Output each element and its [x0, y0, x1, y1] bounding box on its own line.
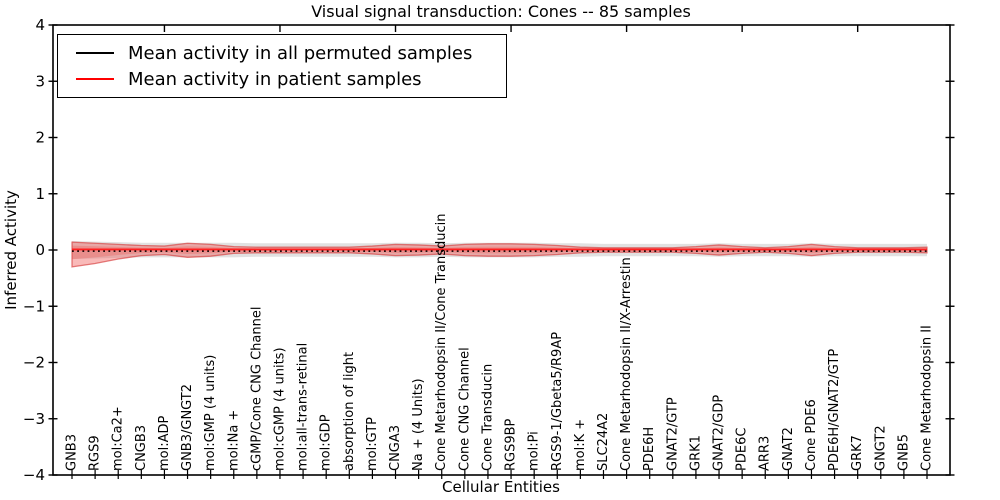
- y-axis-tick-label: −4: [23, 466, 45, 484]
- x-axis-tick-label: mol:cGMP (4 units): [272, 347, 287, 471]
- x-axis-tick-label: RGS9BP: [504, 418, 519, 471]
- x-axis-tick-label: CNGB3: [134, 425, 149, 471]
- x-axis-tick-label: Na + (4 Units): [411, 378, 426, 471]
- permuted-line-swatch: [76, 52, 114, 54]
- x-axis-tick-label: mol:Na +: [226, 410, 241, 471]
- x-axis-tick-label: mol:GTP: [365, 417, 380, 471]
- y-axis-tick-label: 1: [35, 185, 45, 203]
- x-axis-tick-label: mol:GDP: [319, 414, 334, 471]
- x-axis-tick-label: Cone Metarhodopsin II: [920, 325, 935, 471]
- x-axis-tick-label: Cone CNG Channel: [457, 347, 472, 471]
- x-axis-tick-label: GNB3: [65, 434, 80, 471]
- x-axis-tick-label: GRK1: [688, 435, 703, 471]
- y-axis-tick-label: 4: [35, 16, 45, 34]
- y-axis-tick-label: 0: [35, 241, 45, 259]
- x-axis-tick-label: ARR3: [758, 436, 773, 471]
- x-axis-tick-label: Cone Metarhodopsin II/X-Arrestin: [619, 257, 634, 471]
- patient-line-swatch: [76, 78, 114, 80]
- x-axis-tick-label: PDE6C: [735, 428, 750, 471]
- y-axis-label: Inferred Activity: [2, 190, 20, 310]
- x-axis-tick-label: GRK7: [850, 435, 865, 471]
- x-axis-tick-label: SLC24A2: [596, 413, 611, 471]
- x-axis-tick-label: Cone Transducin: [480, 364, 495, 471]
- x-axis-tick-label: RGS9: [88, 435, 103, 471]
- x-axis-tick-label: mol:all-trans-retinal: [296, 343, 311, 471]
- x-axis-tick-label: PDE6H: [642, 427, 657, 471]
- legend: Mean activity in all permuted samples Me…: [57, 34, 507, 98]
- x-axis-tick-label: Cone PDE6: [804, 399, 819, 471]
- y-axis-tick-label: −1: [23, 297, 45, 315]
- legend-item-permuted: Mean activity in all permuted samples: [58, 40, 506, 66]
- x-axis-tick-label: GNB5: [896, 434, 911, 471]
- x-axis-tick-label: GNB3/GNGT2: [180, 384, 195, 471]
- x-axis-tick-label: GNAT2/GDP: [712, 395, 727, 471]
- y-axis-tick-label: 2: [35, 129, 45, 147]
- x-axis-tick-label: mol:Pi: [527, 431, 542, 471]
- x-axis-tick-label: CNGA3: [388, 425, 403, 471]
- x-axis-tick-label: mol:Ca2+: [111, 406, 126, 471]
- y-axis-tick-label: 3: [35, 72, 45, 90]
- x-axis-tick-label: cGMP/Cone CNG Channel: [249, 307, 264, 471]
- chart-title: Visual signal transduction: Cones -- 85 …: [311, 2, 691, 21]
- x-axis-label: Cellular Entities: [442, 478, 560, 496]
- x-axis-tick-label: GNAT2: [781, 427, 796, 471]
- legend-item-patient: Mean activity in patient samples: [58, 66, 506, 92]
- x-axis-tick-label: GNGT2: [873, 425, 888, 471]
- patient-band: [71, 241, 928, 268]
- x-axis-tick-label: mol:GMP (4 units): [203, 355, 218, 471]
- y-axis-tick-label: −2: [23, 354, 45, 372]
- legend-label-permuted: Mean activity in all permuted samples: [128, 42, 473, 64]
- y-axis-tick-label: −3: [23, 410, 45, 428]
- x-axis-tick-label: mol:ADP: [157, 415, 172, 471]
- x-axis-tick-label: Cone Metarhodopsin II/Cone Transducin: [434, 214, 449, 472]
- x-axis-tick-label: absorption of light: [342, 352, 357, 471]
- x-axis-tick-label: mol:K +: [573, 419, 588, 471]
- x-axis-tick-label: GNAT2/GTP: [665, 397, 680, 471]
- legend-label-patient: Mean activity in patient samples: [128, 68, 422, 90]
- x-axis-tick-label: PDE6H/GNAT2/GTP: [827, 349, 842, 471]
- x-axis-tick-label: RGS9-1/Gbeta5/R9AP: [550, 332, 565, 471]
